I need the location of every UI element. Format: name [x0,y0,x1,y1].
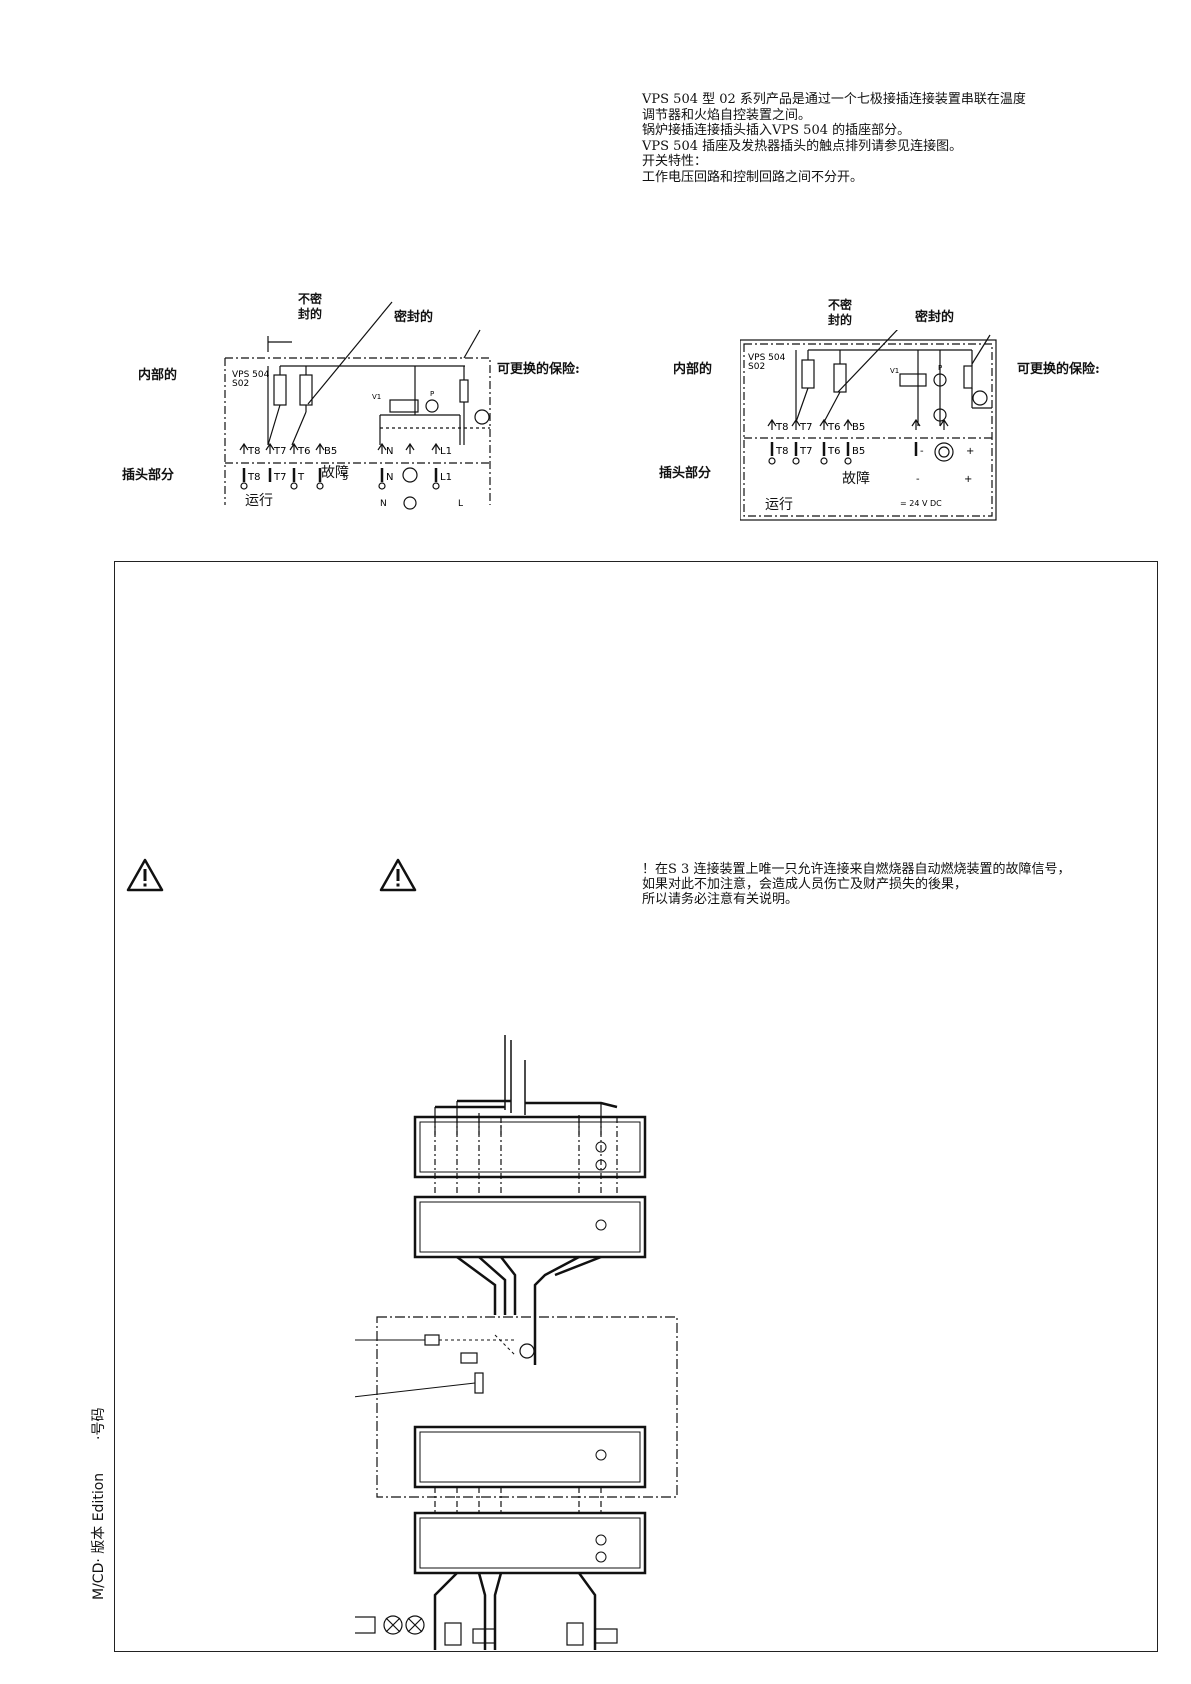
warning-line-2: 如果对此不加注意，会造成人员伤亡及财产损失的後果， [642,877,968,892]
right-label-sealed: 密封的 [915,310,955,325]
left-term-bottom-5: N [386,472,393,483]
intro-line-2: 调节器和火焰自控装置之间。 [642,107,812,123]
intro-line-4: VPS 504 插座及发热器插头的触点排列请参见连接图。 [642,138,963,154]
right-label-fuse: 可更换的保险: [1017,362,1100,377]
left-mark-l: L [458,499,463,509]
warning-icon [126,858,164,892]
main-frame [114,561,1158,1652]
left-term-bottom-1: T8 [247,472,260,483]
intro-paragraph: VPS 504 型 02 系列产品是通过一个七极接插连接装置串联在温度 调节器和… [642,92,1102,185]
left-term-top-1: T8 [247,446,260,457]
right-term-top-2: T7 [799,422,812,433]
left-term-bottom-6: L1 [440,472,452,483]
left-label-internal: 内部的 [138,368,178,383]
intro-line-6: 工作电压回路和控制回路之间不分开。 [642,169,864,185]
left-label-unsealed: 不密 封的 [297,292,322,321]
right-voltage: = 24 V DC [900,499,942,508]
left-term-top-3: T6 [297,446,310,457]
right-plus-bottom: + [964,474,972,485]
left-label-run: 运行 [245,493,273,509]
edition-label: M/CD· 版本 Edition [91,1472,107,1600]
intro-line-3: 锅炉接插连接插头插入VPS 504 的插座部分。 [642,123,911,138]
number-label: ·号码 [91,1407,107,1440]
right-plus-top: + [966,446,974,457]
right-label-run: 运行 [765,497,793,513]
right-minus-bottom: - [916,474,920,485]
right-term-top-1: T8 [775,422,788,433]
left-valve-label: V1 [372,393,381,401]
warning-note: ！在S 3 连接装置上唯一只允许连接来自燃烧器自动燃烧装置的故障信号， 如果对此… [642,862,1162,907]
right-term-top-3: T6 [827,422,840,433]
right-term-bottom-1: T8 [775,446,788,457]
left-wiring-diagram: VPS 504 S02 V1 P T8 T7 T6 B5 N L1 T8 T7 … [224,301,491,510]
right-label-plug: 插头部分 [659,466,712,481]
warning-line-1: ！在S 3 连接装置上唯一只允许连接来自燃烧器自动燃烧装置的故障信号， [642,862,1071,877]
right-wiring-diagram: VPS 504 S02 V1 P T8 T7 T6 B5 T8 T7 T6 B5… [740,330,997,521]
left-mark-n: N [380,499,387,509]
left-label-fuse: 可更换的保险: [497,362,580,377]
right-valve-label: V1 [890,367,899,375]
right-term-bottom-3: T6 [827,446,840,457]
warning-line-3: 所以请务必注意有关说明。 [642,892,799,907]
right-term-bottom-4: B5 [852,446,865,457]
left-term-top-6: L1 [440,446,452,457]
right-minus-top: - [920,446,924,457]
left-pump-label: P [430,390,434,398]
left-model: VPS 504 [232,370,270,380]
warning-icon [379,858,417,892]
right-term-bottom-2: T7 [799,446,812,457]
right-label-unsealed: 不密 封的 [827,298,852,327]
right-model: VPS 504 [748,353,786,363]
left-term-bottom-3: T [297,472,305,483]
left-label-fault: 故障 [321,465,349,481]
left-term-top-2: T7 [273,446,286,457]
right-term-top-4: B5 [852,422,865,433]
right-label-internal: 内部的 [673,362,713,377]
intro-line-1: VPS 504 型 02 系列产品是通过一个七极接插连接装置串联在温度 [642,92,1026,107]
right-pump-label: P [938,364,942,372]
left-term-bottom-2: T7 [273,472,286,483]
right-series: S02 [748,362,765,372]
left-label-plug: 插头部分 [122,468,175,483]
left-series: S02 [232,379,249,389]
left-term-bottom-4: 5 [342,472,348,483]
left-label-sealed: 密封的 [394,310,434,325]
left-term-top-5: N [386,446,393,457]
left-term-top-4: B5 [324,446,337,457]
intro-line-5: 开关特性： [642,154,708,169]
right-label-fault: 故障 [842,471,870,487]
connection-diagram [355,1035,678,1650]
